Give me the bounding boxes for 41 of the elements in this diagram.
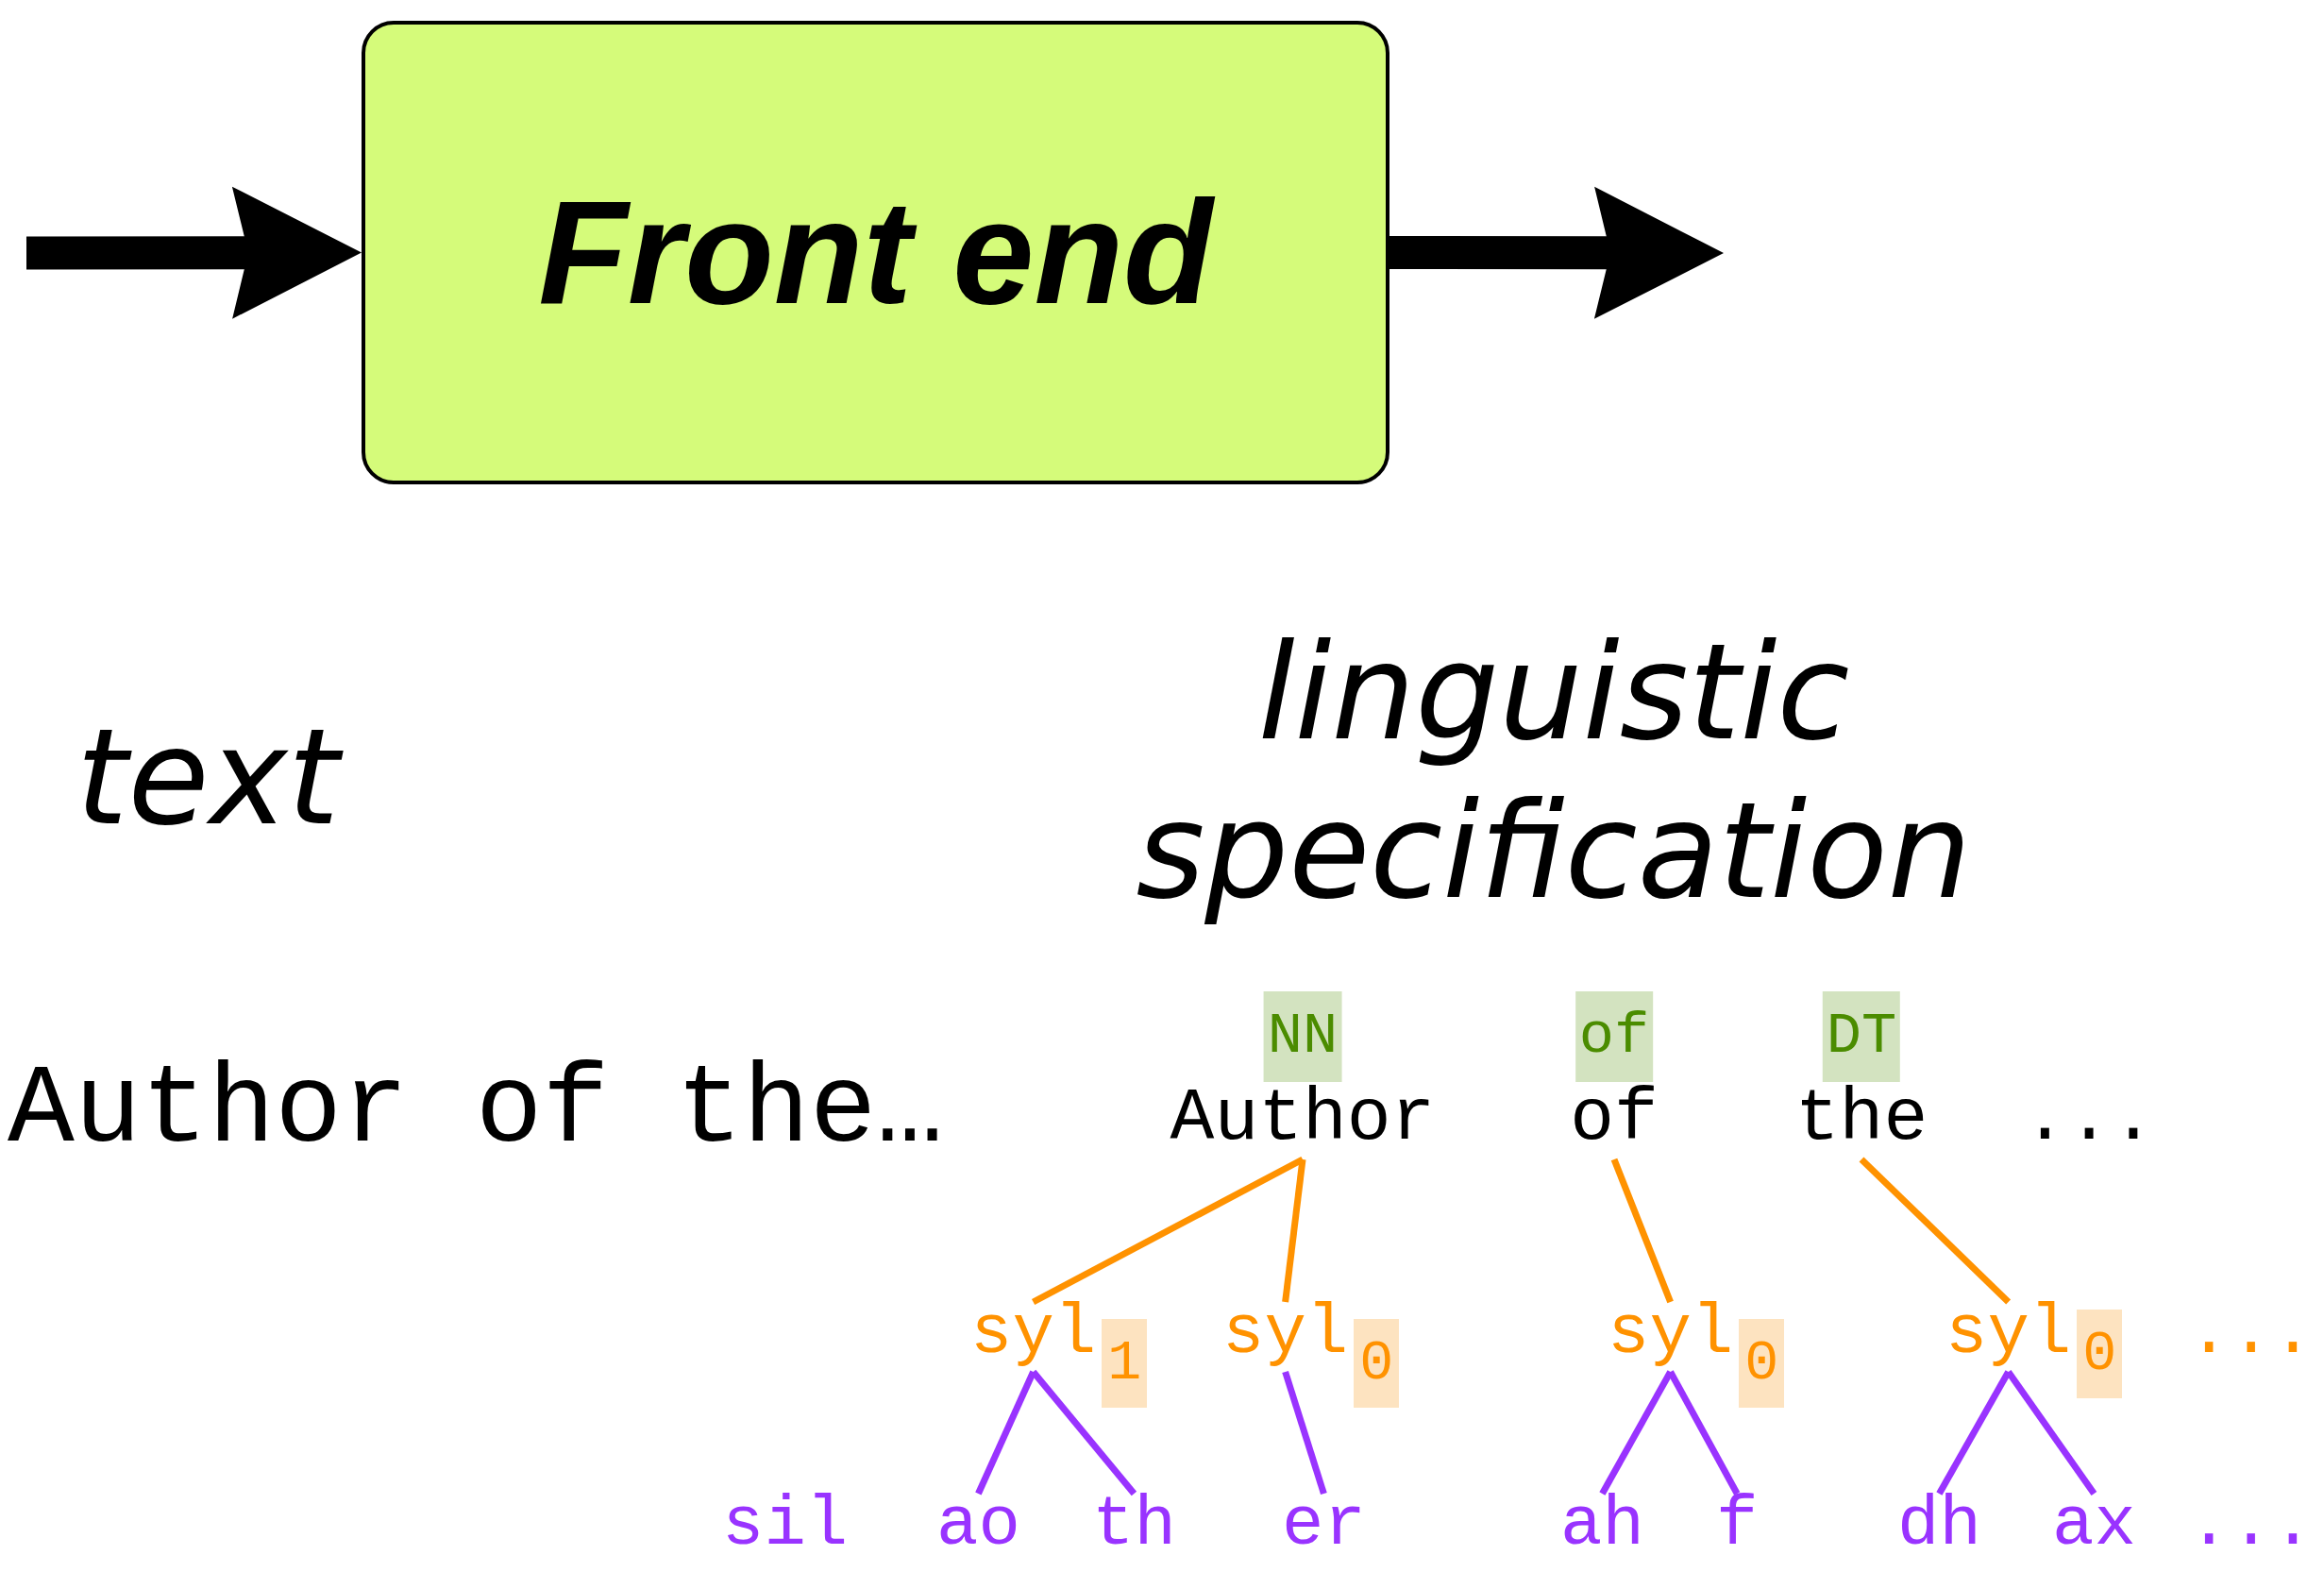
word-text: the	[1794, 1082, 1928, 1156]
branch-line	[1667, 1370, 1741, 1496]
syllable-text: syl	[970, 1298, 1097, 1368]
phone-text: th	[1092, 1490, 1176, 1560]
caption-text: linguistic specification	[1135, 615, 1973, 930]
branch-line	[1032, 1156, 1305, 1306]
sample-text: Author of the…	[8, 1056, 944, 1167]
stress-index: 0	[1739, 1319, 1785, 1408]
word-text: Author	[1170, 1082, 1436, 1156]
sample-text: ...	[2023, 1082, 2156, 1156]
phone-text: ax	[2052, 1490, 2136, 1560]
caption-text: text	[57, 699, 359, 857]
branch-line	[1282, 1158, 1306, 1303]
process-box	[362, 21, 1389, 484]
sample-text: ...	[2188, 1490, 2315, 1560]
stress-index: 1	[1102, 1319, 1148, 1408]
pos-tag: DT	[1822, 991, 1901, 1082]
branch-line	[1610, 1158, 1674, 1304]
phone-text: dh	[1897, 1490, 1981, 1560]
phone-text: sil	[722, 1490, 849, 1560]
pos-tag: of	[1575, 991, 1654, 1082]
pos-tag: NN	[1263, 991, 1342, 1082]
phone-text: f	[1716, 1490, 1759, 1560]
branch-line	[975, 1370, 1036, 1496]
stress-index: 0	[1354, 1319, 1400, 1408]
syllable-text: syl	[1222, 1298, 1349, 1368]
branch-line	[1936, 1370, 2012, 1496]
phone-text: ao	[936, 1490, 1020, 1560]
arrow	[1389, 186, 1724, 319]
arrow	[26, 186, 362, 319]
word-text: of	[1570, 1082, 1659, 1156]
sample-text: ...	[2188, 1298, 2315, 1368]
branch-line	[2005, 1370, 2097, 1496]
branch-line	[1859, 1157, 2012, 1305]
phone-text: er	[1282, 1490, 1366, 1560]
branch-line	[1282, 1370, 1327, 1496]
stress-index: 0	[2077, 1310, 2123, 1398]
branch-line	[1030, 1369, 1137, 1496]
syllable-text: syl	[1945, 1298, 2072, 1368]
phone-text: ah	[1560, 1490, 1644, 1560]
syllable-text: syl	[1608, 1298, 1734, 1368]
